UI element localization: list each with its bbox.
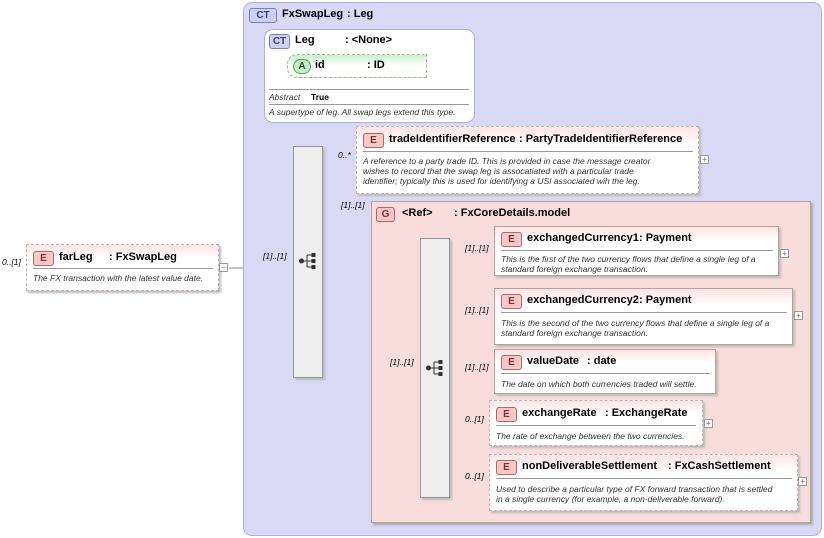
sequence-cardinality: [1]..[1]: [263, 251, 287, 261]
child-cardinality: [1]..[1]: [465, 243, 489, 253]
element-name: nonDeliverableSettlement: [522, 460, 658, 472]
sequence-compositor-icon: [426, 360, 443, 376]
element-doc-line-2: wishes to record that the swap leg is as…: [363, 166, 634, 176]
root-element-farleg[interactable]: E farLeg : FxSwapLeg The FX transaction …: [26, 244, 219, 291]
element-name: valueDate: [527, 355, 579, 367]
element-exchangedcurrency2[interactable]: E exchangedCurrency2 : Payment This is t…: [494, 288, 793, 345]
element-name: exchangeRate: [522, 407, 597, 419]
element-doc-line-1: The rate of exchange between the two cur…: [496, 431, 685, 441]
element-name: exchangedCurrency2: [527, 294, 639, 306]
child-cardinality: [1]..[1]: [465, 362, 489, 372]
group-name: <Ref>: [402, 207, 433, 219]
complex-type-name: FxSwapLeg: [282, 8, 344, 20]
element-doc-line-2: standard foreign exchange transaction.: [501, 328, 648, 338]
element-badge: E: [496, 460, 517, 475]
element-badge: E: [496, 407, 517, 422]
expand-plus-icon[interactable]: +: [798, 477, 807, 486]
element-valuedate[interactable]: E valueDate : date The date on which bot…: [494, 349, 716, 394]
separator: [496, 478, 792, 479]
trade-ref-cardinality: 0..*: [338, 150, 351, 160]
element-nondeliverablesettlement[interactable]: E nonDeliverableSettlement : FxCashSettl…: [489, 454, 798, 511]
element-doc-line-1: The date on which both currencies traded…: [501, 379, 697, 389]
attribute-badge: A: [293, 59, 311, 74]
base-type-name: Leg: [295, 34, 315, 46]
expand-plus-icon[interactable]: +: [794, 311, 803, 320]
element-badge: E: [33, 251, 54, 266]
root-element-name: farLeg: [59, 251, 93, 263]
attribute-name: id: [315, 59, 325, 71]
element-doc-line-3: identifier; typically this is used for i…: [363, 176, 640, 186]
element-badge: E: [501, 294, 522, 309]
expand-plus-icon[interactable]: +: [704, 419, 713, 428]
element-doc-line-1: Used to describe a particular type of FX…: [496, 484, 773, 494]
element-type: : ExchangeRate: [605, 407, 688, 419]
expand-plus-icon[interactable]: +: [780, 249, 789, 258]
group-type: : FxCoreDetails.model: [454, 207, 571, 219]
attribute-id[interactable]: A id : ID: [287, 54, 427, 78]
element-exchangerate[interactable]: E exchangeRate : ExchangeRate The rate o…: [489, 400, 703, 446]
inner-sequence-cardinality: [1]..[1]: [390, 357, 414, 367]
complex-type-base: : Leg: [347, 8, 374, 20]
ct-extension-icon: CT: [249, 8, 277, 23]
separator: [501, 250, 773, 251]
separator: [501, 312, 787, 313]
element-badge: E: [363, 133, 384, 148]
separator: [269, 89, 469, 90]
element-doc-line-1: This is the second of the two currency f…: [501, 318, 770, 328]
separator: [269, 104, 469, 105]
abstract-label: Abstract: [269, 92, 301, 102]
element-badge: E: [501, 355, 522, 370]
child-cardinality: [1]..[1]: [465, 305, 489, 315]
element-name: tradeIdentifierReference: [389, 133, 516, 145]
separator: [363, 151, 693, 152]
child-cardinality: 0..[1]: [465, 414, 484, 424]
element-type: : Payment: [639, 294, 692, 306]
element-type: : FxCashSettlement: [668, 460, 771, 472]
element-type: : PartyTradeIdentifierReference: [519, 133, 683, 145]
element-type: : date: [587, 355, 617, 367]
element-name: exchangedCurrency1: [527, 232, 639, 244]
base-type-doc: A supertype of leg. All swap legs extend…: [269, 107, 456, 117]
sequence-compositor-icon: [299, 253, 316, 269]
root-element-doc: The FX transaction with the latest value…: [33, 273, 204, 283]
element-tradeidentifierreference[interactable]: E tradeIdentifierReference : PartyTradeI…: [356, 126, 699, 194]
child-cardinality: 0..[1]: [465, 471, 484, 481]
element-doc-line-2: standard foreign exchange transaction.: [501, 264, 648, 274]
element-badge: E: [501, 232, 522, 247]
base-type-type: : <None>: [345, 34, 393, 46]
group-badge: G: [376, 207, 395, 222]
separator: [501, 373, 710, 374]
base-type-leg: CT Leg : <None> A id : ID Abstract True …: [264, 29, 475, 123]
element-doc-line-1: A reference to a party trade ID. This is…: [363, 156, 651, 166]
ct-icon: CT: [269, 34, 290, 49]
element-doc-line-2: in a single currency (for example, a non…: [496, 494, 725, 504]
abstract-value: True: [311, 92, 329, 102]
sequence-compositor[interactable]: [293, 146, 323, 378]
element-doc-line-1: This is the first of the two currency fl…: [501, 254, 756, 264]
attribute-type: : ID: [367, 59, 385, 71]
expand-plus-icon[interactable]: −: [219, 263, 228, 272]
separator: [33, 268, 213, 269]
element-exchangedcurrency1[interactable]: E exchangedCurrency1 : Payment This is t…: [494, 226, 779, 276]
element-type: : Payment: [639, 232, 692, 244]
separator: [496, 425, 696, 426]
root-cardinality: 0..[1]: [2, 257, 21, 267]
group-cardinality: [1]..[1]: [341, 200, 365, 210]
expand-plus-icon[interactable]: +: [700, 155, 709, 164]
root-element-type: : FxSwapLeg: [109, 251, 177, 263]
